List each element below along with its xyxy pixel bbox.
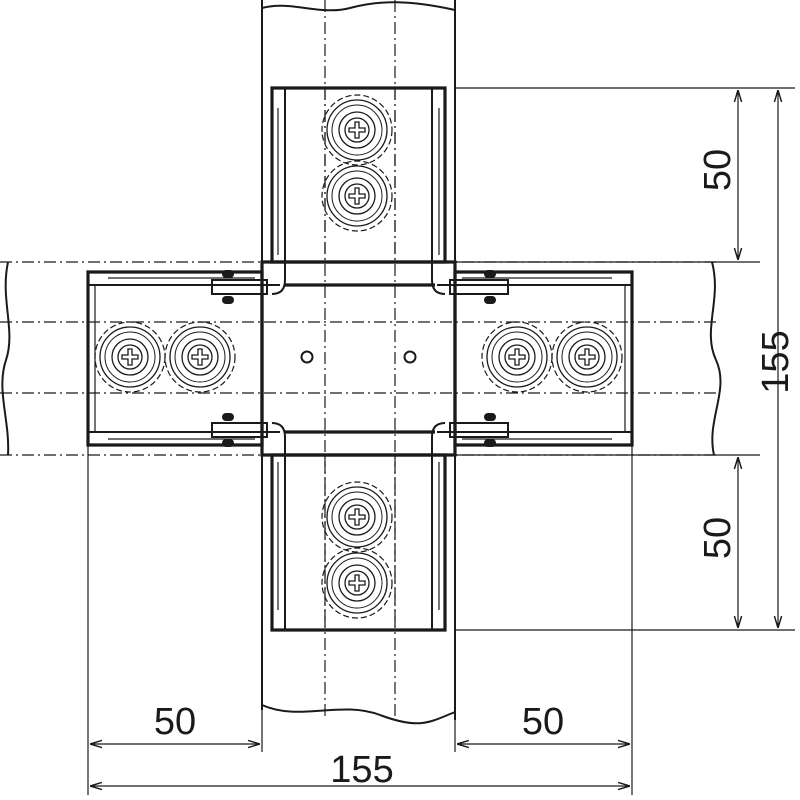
dimension-bottom: 50 50 155 [87, 445, 633, 795]
dim-left-arm-label: 50 [154, 701, 196, 743]
vertical-rail [261, 0, 456, 725]
dimension-right: 50 50 155 [455, 87, 797, 631]
dim-total-width-label: 155 [330, 749, 393, 791]
left-arm [86, 270, 280, 447]
dim-top-arm-label: 50 [697, 149, 739, 191]
bottom-arm [270, 422, 447, 632]
center-plate [260, 260, 457, 457]
fixing-hole-icon [300, 350, 417, 364]
dim-total-height-label: 155 [755, 330, 797, 393]
top-arm [270, 86, 447, 295]
screw-roller-icon [94, 94, 623, 619]
dim-bottom-arm-label: 50 [697, 517, 739, 559]
dim-right-arm-label: 50 [522, 701, 564, 743]
